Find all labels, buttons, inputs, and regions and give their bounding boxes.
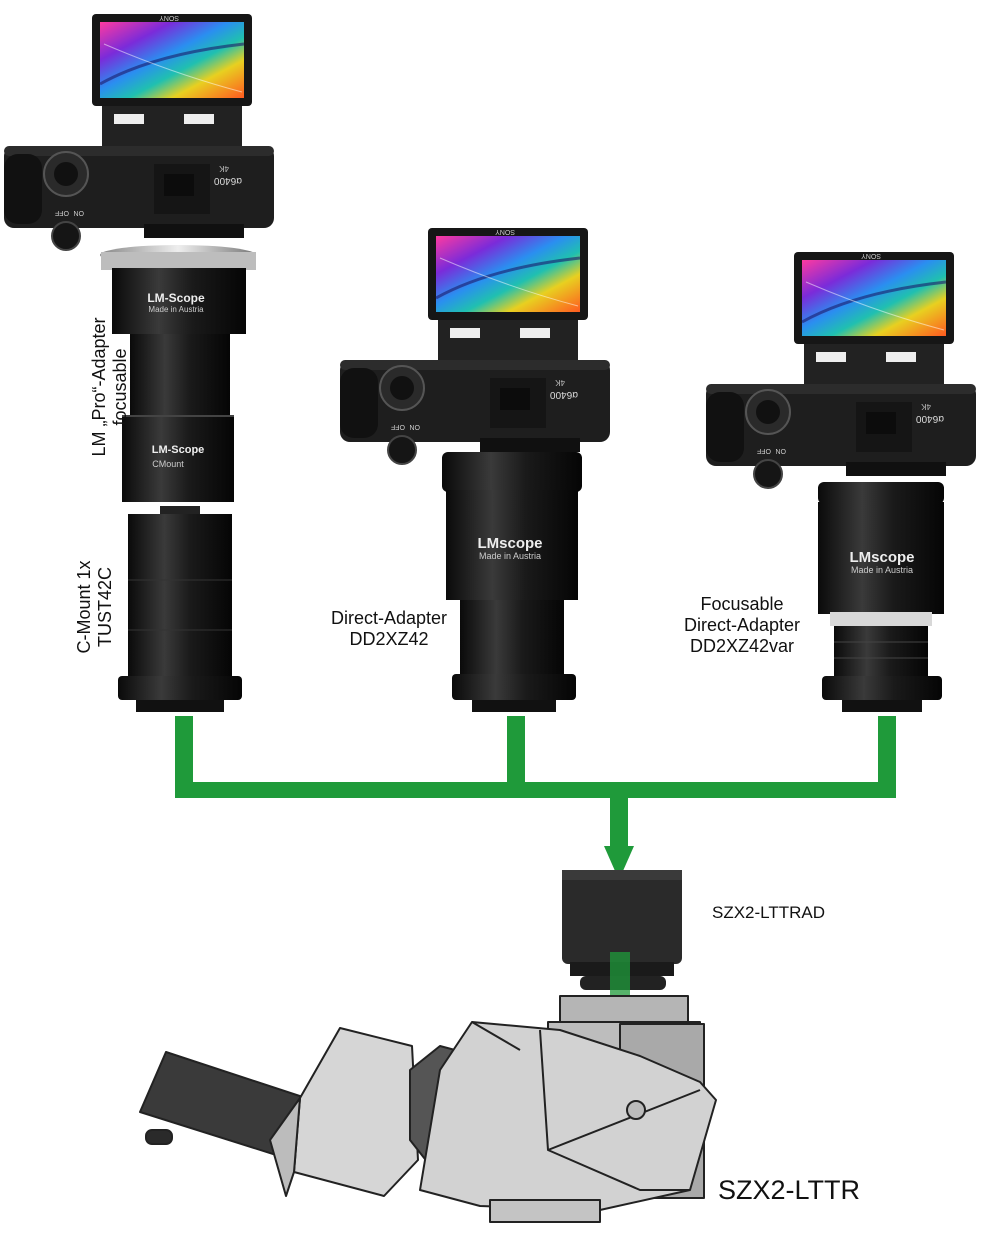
camera-right-power-on: ON	[776, 447, 787, 454]
c-mount-label: C-Mount 1x TUST42C	[74, 542, 116, 672]
camera-middle-brand: SONY	[495, 228, 515, 235]
camera-right-power-off: OFF	[757, 447, 771, 454]
camera-middle-mode: 4K	[555, 378, 565, 387]
camera-left: α6400 4K SONY ON OFF	[2, 12, 276, 252]
lm-pro-adapter-label: LM „Pro“-Adapter focusable	[89, 297, 131, 477]
direct-adapter	[442, 452, 582, 712]
focusable-direct-adapter-label-line1: Focusable	[700, 594, 784, 614]
camera-middle: α6400 4K SONY ON OFF	[338, 226, 612, 466]
camera-right-brand: SONY	[861, 252, 881, 259]
direct-adapter-made-in: Made in Austria	[479, 551, 541, 561]
connector-left-drop	[175, 716, 193, 798]
camera-right-model: α6400	[916, 413, 944, 424]
szx2-lttr-label: SZX2-LTTR	[718, 1175, 861, 1205]
direct-adapter-label-line2: DD2XZ42	[349, 629, 429, 649]
camera-left-brand: SONY	[159, 14, 179, 21]
lm-pro-adapter	[100, 245, 256, 502]
focusable-direct-adapter-label: Focusable Direct-Adapter DD2XZ42var	[670, 594, 814, 657]
camera-middle-power-on: ON	[410, 423, 421, 430]
focusable-direct-adapter-label-line2: Direct-Adapter	[683, 615, 801, 635]
camera-right: α6400 4K SONY ON OFF	[704, 250, 978, 490]
camera-middle-model: α6400	[550, 389, 578, 400]
camera-left-mode: 4K	[219, 164, 229, 173]
focusable-direct-adapter	[818, 482, 944, 712]
focusable-direct-adapter-brand: LMscope	[849, 549, 914, 566]
camera-middle-power-off: OFF	[391, 423, 405, 430]
lm-pro-adapter-label-line1: LM „Pro“-Adapter	[89, 317, 109, 457]
connector-down-shaft	[610, 798, 628, 850]
c-mount-tube	[118, 506, 242, 712]
lm-pro-adapter-brand-lower: LM-Scope	[152, 444, 205, 456]
direct-adapter-brand: LMscope	[477, 535, 542, 552]
szx2-lttrad-label: SZX2-LTTRAD	[712, 903, 826, 922]
focusable-direct-adapter-label-line3: DD2XZ42var	[689, 636, 795, 656]
connector-horizontal-bar	[175, 782, 896, 798]
camera-left-power-on: ON	[74, 209, 85, 216]
camera-right-mode: 4K	[921, 402, 931, 411]
connector-lines	[175, 716, 896, 880]
connector-right-drop	[878, 716, 896, 798]
focusable-direct-adapter-made-in: Made in Austria	[851, 565, 913, 575]
connector-middle-drop	[507, 716, 525, 786]
connector-down-arrow-head	[604, 846, 634, 880]
lm-pro-adapter-cmount: CMount	[152, 459, 184, 469]
lm-pro-adapter-label-line2: focusable	[110, 348, 130, 426]
direct-adapter-label-line1: Direct-Adapter	[330, 608, 448, 628]
lm-pro-adapter-brand: LM-Scope	[147, 291, 205, 305]
szx2-lttr-microscope	[139, 995, 717, 1223]
camera-left-power-off: OFF	[55, 209, 69, 216]
direct-adapter-label: Direct-Adapter DD2XZ42	[316, 608, 462, 650]
c-mount-label-line2: TUST42C	[95, 567, 115, 648]
lm-pro-adapter-made-in: Made in Austria	[148, 305, 204, 314]
c-mount-label-line1: C-Mount 1x	[74, 560, 94, 654]
camera-left-model: α6400	[214, 175, 242, 186]
